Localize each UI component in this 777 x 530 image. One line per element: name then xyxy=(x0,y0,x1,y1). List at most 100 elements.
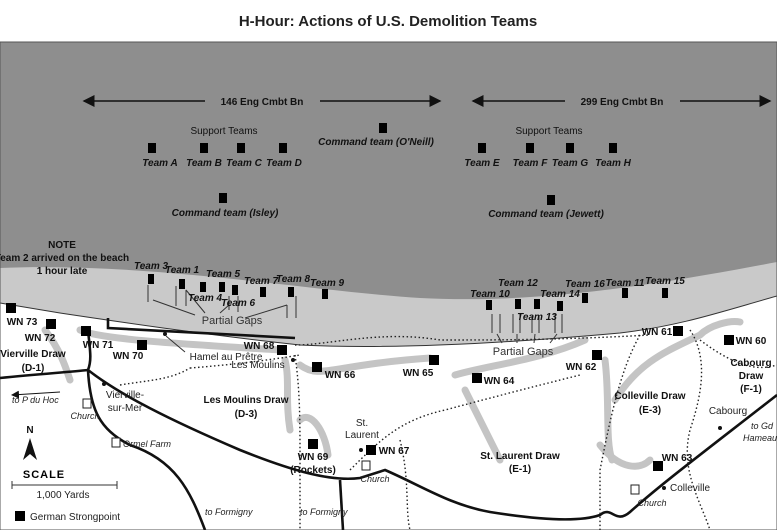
svg-text:Les Moulins Draw: Les Moulins Draw xyxy=(203,395,288,406)
land-area xyxy=(0,295,777,530)
strongpoint-label: WN 73 xyxy=(7,317,38,328)
svg-text:NOTE: NOTE xyxy=(48,240,76,251)
svg-text:St.: St. xyxy=(356,418,368,429)
church-icon xyxy=(82,398,92,409)
scale-distance: 1,000 Yards xyxy=(36,490,89,501)
svg-text:Draw: Draw xyxy=(739,371,764,382)
team-label: Team 10 xyxy=(470,289,510,300)
team-label: Team 6 xyxy=(221,298,256,309)
svg-text:Cabourg: Cabourg xyxy=(730,358,771,369)
svg-text:Church: Church xyxy=(70,411,99,421)
svg-text:(D-1): (D-1) xyxy=(22,363,45,374)
north-arrow-icon xyxy=(23,438,37,460)
svg-text:to Formigny: to Formigny xyxy=(300,507,348,517)
trails xyxy=(119,329,777,530)
team-label: Team 11 xyxy=(606,278,645,289)
strongpoint-label: WN 60 xyxy=(736,336,767,347)
strongpoint-label: WN 68 xyxy=(244,341,275,352)
team-label: Team 13 xyxy=(517,312,557,323)
team-label: Team 5 xyxy=(206,269,241,280)
svg-text:Team 2 arrived on the beach: Team 2 arrived on the beach xyxy=(0,253,129,264)
svg-text:Laurent: Laurent xyxy=(345,430,379,441)
command-team-jewett: Command team (Jewett) xyxy=(488,209,604,220)
farm-icon xyxy=(111,437,121,448)
team-label: Team 8 xyxy=(276,274,311,285)
map-frame xyxy=(0,41,777,530)
strongpoint-label: WN 62 xyxy=(566,362,597,373)
svg-text:to P du Hoc: to P du Hoc xyxy=(12,395,59,405)
note: NOTE Team 2 arrived on the beach 1 hour … xyxy=(0,240,129,277)
team-label: Team 9 xyxy=(310,278,345,289)
strongpoint-label: WN 71 xyxy=(83,340,114,351)
team-label: Team 1 xyxy=(165,265,200,276)
partial-gaps-label-left: Partial Gaps xyxy=(202,315,263,327)
beach-teams: Team 3 Team 1 Team 4 Team 5 Team 6 Team … xyxy=(134,261,685,323)
strongpoint-label: WN 67 xyxy=(379,446,410,457)
svg-text:Vierville Draw: Vierville Draw xyxy=(0,349,66,360)
svg-text:(D-3): (D-3) xyxy=(235,409,258,420)
place-labels: Vierville Draw (D-1) Hamel au Prêtre Les… xyxy=(0,349,777,517)
strongpoint-label: WN 70 xyxy=(113,351,144,362)
svg-text:Cabourg: Cabourg xyxy=(709,406,747,417)
svg-text:Hameau: Hameau xyxy=(743,433,777,443)
partial-gap-lines xyxy=(147,285,563,344)
svg-text:Colleville Draw: Colleville Draw xyxy=(614,391,685,402)
strongpoint-label: WN 72 xyxy=(25,333,56,344)
strongpoint-label: WN 61 xyxy=(642,327,673,338)
team-label: Team 3 xyxy=(134,261,169,272)
svg-text:(E-1): (E-1) xyxy=(509,464,531,475)
team-label: Team H xyxy=(595,158,632,169)
svg-text:(F-1): (F-1) xyxy=(740,384,762,395)
svg-text:Vierville-: Vierville- xyxy=(106,390,144,401)
strongpoint-label: WN 65 xyxy=(403,368,434,379)
unit-label-146: 146 Eng Cmbt Bn xyxy=(221,97,304,108)
svg-text:Les Moulins: Les Moulins xyxy=(231,360,284,371)
team-label: Team B xyxy=(186,158,222,169)
team-label: Team D xyxy=(266,158,302,169)
north-label: N xyxy=(26,425,33,436)
map-legend: N SCALE 1,000 Yards German Strongpoint xyxy=(11,425,120,523)
svg-text:to Gd: to Gd xyxy=(751,421,774,431)
strongpoint-label: WN 66 xyxy=(325,370,356,381)
team-label: Team E xyxy=(464,158,500,169)
svg-text:(E-3): (E-3) xyxy=(639,405,661,416)
svg-text:Hamel au Prêtre: Hamel au Prêtre xyxy=(190,352,263,363)
svg-text:Church: Church xyxy=(360,474,389,484)
team-label: Team 16 xyxy=(565,279,605,290)
partial-gaps-label-right: Partial Gaps xyxy=(493,346,554,358)
svg-text:sur-Mer: sur-Mer xyxy=(108,403,143,414)
roads xyxy=(0,318,777,530)
scale-bar xyxy=(11,481,118,489)
legend-strongpoint-label: German Strongpoint xyxy=(30,512,120,523)
svg-text:to Formigny: to Formigny xyxy=(205,507,253,517)
team-label: Team 15 xyxy=(645,276,685,287)
team-label: Team 7 xyxy=(244,276,279,287)
command-team-isley: Command team (Isley) xyxy=(172,208,279,219)
team-label: Team 14 xyxy=(540,289,580,300)
team-label: Team F xyxy=(513,158,549,169)
map-title: H-Hour: Actions of U.S. Demolition Teams xyxy=(239,13,537,30)
strongpoint-label: WN 69 xyxy=(298,452,329,463)
support-teams: Team A Team B Team C Team D Team E Team … xyxy=(142,143,632,169)
church-icon xyxy=(630,484,640,495)
team-label: Team 4 xyxy=(188,293,223,304)
support-teams-label-left: Support Teams xyxy=(190,126,257,137)
svg-text:St. Laurent Draw: St. Laurent Draw xyxy=(480,451,560,462)
german-strongpoints: WN 73 WN 72 WN 71 WN 70 WN 68 WN 66 WN 6… xyxy=(6,303,767,476)
svg-text:Ormel Farm: Ormel Farm xyxy=(123,439,172,449)
team-label: Team A xyxy=(142,158,177,169)
strongpoint-label: WN 63 xyxy=(662,453,693,464)
svg-text:1 hour late: 1 hour late xyxy=(37,266,88,277)
map-symbols xyxy=(82,332,722,495)
command-team-oneill: Command team (O'Neill) xyxy=(318,137,434,148)
church-icon xyxy=(361,460,371,471)
team-label: Team G xyxy=(552,158,589,169)
team-label: Team C xyxy=(226,158,263,169)
unit-label-299: 299 Eng Cmbt Bn xyxy=(581,97,664,108)
support-teams-label-right: Support Teams xyxy=(515,126,582,137)
strongpoint-label: (Rockets) xyxy=(290,465,336,476)
svg-text:Church: Church xyxy=(637,498,666,508)
svg-text:Colleville: Colleville xyxy=(670,483,710,494)
scale-label: SCALE xyxy=(23,469,65,481)
